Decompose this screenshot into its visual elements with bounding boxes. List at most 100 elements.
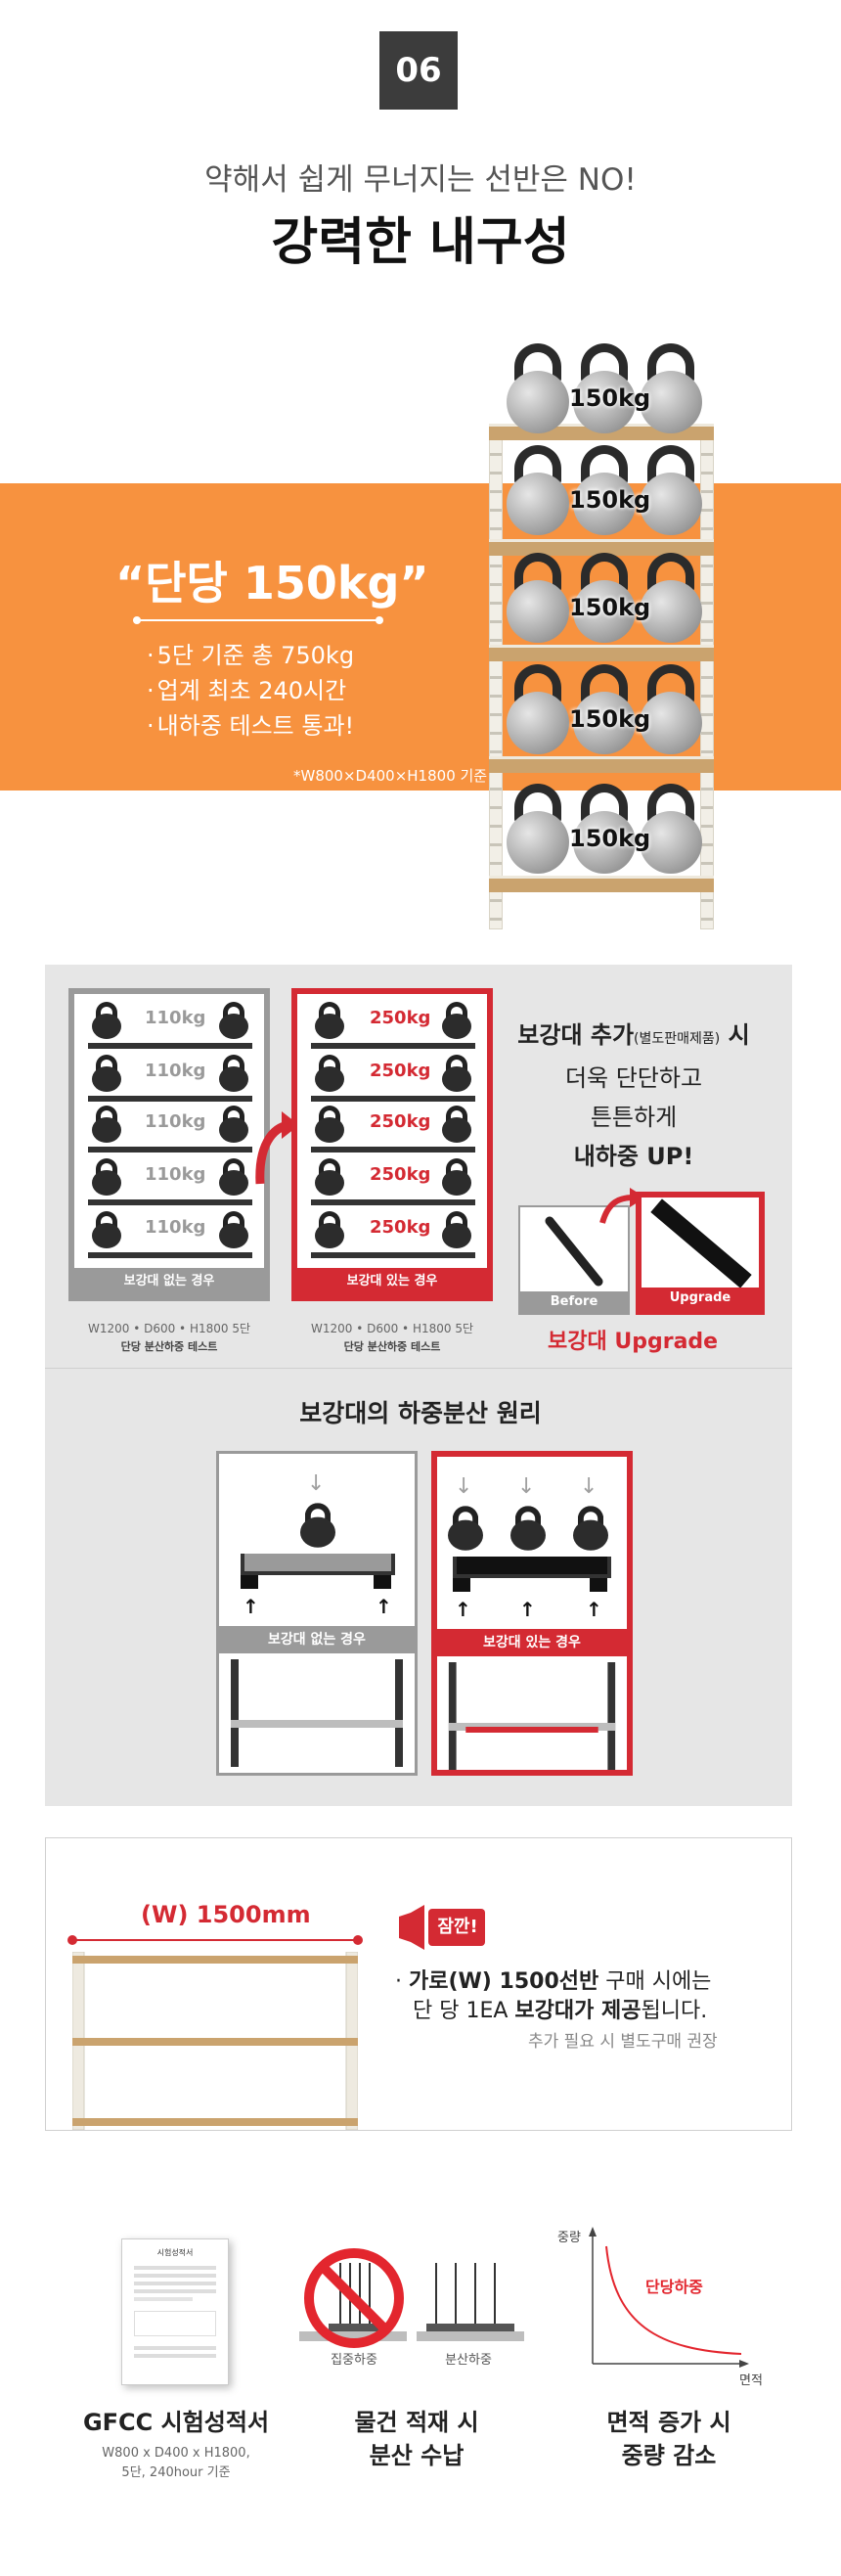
kettlebell-icon [573, 784, 636, 878]
shelf-post [489, 424, 503, 929]
kettlebell-icon [300, 1503, 335, 1548]
graph-y-label: 중량 [557, 2231, 581, 2245]
kettlebell-icon [507, 553, 569, 647]
tier-load-label: 150kg [569, 594, 651, 621]
kettlebell-icon [92, 1002, 121, 1039]
feature-load-title: 물건 적재 시 분산 수납 [354, 2409, 479, 2469]
section-subtitle: 약해서 쉽게 무너지는 선반은 NO! [204, 162, 637, 198]
down-arrow-icon: ↓ [580, 1474, 598, 1499]
rack-dimensions: W1200 • D600 • H1800 5단 [87, 1322, 250, 1335]
kettlebell-icon [640, 553, 702, 647]
kettlebell-icon [92, 1106, 121, 1143]
kettlebell-icon [573, 445, 636, 539]
down-arrow-icon: ↓ [455, 1474, 473, 1499]
kettlebell-icon [573, 1506, 608, 1551]
kettlebell-icon [92, 1158, 121, 1196]
principle-caption: 보강대 없는 경우 [219, 1626, 415, 1653]
section-title: 강력한 내구성 [271, 213, 570, 272]
tier-load-label: 250kg [368, 1111, 433, 1132]
tier-load-label: 110kg [145, 1111, 206, 1132]
rack-test-name: 단당 분산하중 테스트 [120, 1340, 218, 1353]
graph-curve-label: 단당하중 [645, 2278, 703, 2296]
load-headline: “단당 150kg” [115, 557, 429, 610]
rack-tier: 110kg [88, 1053, 252, 1102]
shelf-bar [453, 1557, 611, 1578]
notice-badge-label: 잠깐! [437, 1917, 478, 1937]
bullet-item: 내하중 테스트 통과! [147, 708, 355, 744]
kettlebell-icon [448, 1506, 483, 1551]
kettlebell-row: 150kg [507, 664, 702, 758]
up-arrow-icon: ↑ [376, 1595, 392, 1618]
kettlebell-icon [442, 1002, 471, 1039]
tier-load-label: 110kg [145, 1217, 206, 1238]
rack-with-reinforcement: 250kg 250kg 250kg 250kg 250kg 보강대 있는 경우 [291, 988, 493, 1301]
tier-load-label: 150kg [569, 486, 651, 514]
notice-badge [399, 1905, 485, 1950]
reinforce-line-2: 더욱 단단하고 [564, 1064, 703, 1092]
shelf-board [489, 756, 714, 773]
rack-tier: 250kg [311, 1053, 475, 1102]
kettlebell-icon [219, 1158, 248, 1196]
rack-caption: 보강대 있는 경우 [297, 1268, 487, 1295]
up-arrow-icon: ↑ [455, 1598, 471, 1621]
prohibited-icon [299, 2248, 407, 2348]
megaphone-icon [399, 1913, 411, 1942]
support-block [241, 1575, 258, 1589]
kettlebell-icon [315, 1055, 344, 1092]
kettlebell-row: 150kg [507, 343, 702, 437]
kettlebell-row: 150kg [507, 445, 702, 539]
kettlebell-row: 150kg [507, 784, 702, 878]
rack-spec: W1200 • D600 • H1800 5단 단당 분산하중 테스트 [285, 1320, 500, 1356]
reinforcement-description: 보강대 추가(별도판매제품) 시 더욱 단단하고 튼튼하게 내하중 UP! [507, 1016, 761, 1176]
upgrade-label: Upgrade [642, 1288, 759, 1309]
rack-tier: 110kg [88, 1104, 252, 1152]
weight-area-graph [589, 2227, 749, 2368]
tier-load-label: 110kg [145, 1061, 206, 1081]
tier-load-label: 150kg [569, 705, 651, 733]
principle-caption: 보강대 있는 경우 [437, 1629, 627, 1656]
kettlebell-icon [315, 1106, 344, 1143]
feature-certificate-subtitle: W800 x D400 x H1800, 5단, 240hour 기준 [102, 2446, 250, 2480]
headline-divider [133, 616, 383, 624]
feature-area-title: 면적 증가 시 중량 감소 [606, 2409, 731, 2469]
rack-frame-illustration [448, 1662, 616, 1770]
kettlebell-icon [507, 664, 569, 758]
feature-certificate-title: GFCC 시험성적서 [82, 2409, 270, 2436]
rack-caption: 보강대 없는 경우 [74, 1268, 264, 1295]
width-notice-panel [45, 1837, 792, 2131]
reinforce-line-3: 튼튼하게 [590, 1104, 678, 1131]
kettlebell-icon [507, 784, 569, 878]
shelf-board [489, 539, 714, 556]
tier-load-label: 110kg [145, 1164, 206, 1185]
tier-load-label: 250kg [368, 1008, 433, 1028]
shelf-bar [241, 1554, 395, 1575]
support-block [453, 1578, 470, 1592]
kettlebell-icon [219, 1002, 248, 1039]
kettlebell-icon [92, 1055, 121, 1092]
kettlebell-icon [442, 1158, 471, 1196]
kettlebell-icon [640, 445, 702, 539]
certificate-document-image: 시험성적서 [121, 2238, 229, 2385]
reinforce-line-4: 내하중 UP! [573, 1143, 694, 1170]
tier-load-label: 110kg [145, 1008, 206, 1028]
kettlebell-icon [573, 343, 636, 437]
tier-load-label: 150kg [569, 384, 651, 412]
dimension-note: *W800×D400×H1800 기준 [293, 767, 488, 785]
load-distribution-illustration [299, 2248, 524, 2348]
upgrade-caption: 보강대 Upgrade [548, 1330, 719, 1354]
notice-line-1: · 가로(W) 1500선반 구매 시에는 [395, 1969, 712, 1994]
kettlebell-icon [315, 1002, 344, 1039]
kettlebell-icon [442, 1106, 471, 1143]
panel-divider [45, 1368, 792, 1369]
before-bar-image: Before [518, 1205, 630, 1315]
before-label: Before [520, 1291, 628, 1313]
rack-tier: 250kg [311, 1000, 475, 1049]
support-block [374, 1575, 391, 1589]
curved-arrow-icon [255, 1111, 299, 1185]
reinforce-line-1: 보강대 추가(별도판매제품) 시 [517, 1021, 750, 1049]
kettlebell-icon [442, 1055, 471, 1092]
kettlebell-icon [640, 784, 702, 878]
orange-banner [0, 483, 841, 791]
kettlebell-icon [219, 1055, 248, 1092]
certificate-heading: 시험성적서 [156, 2248, 194, 2257]
